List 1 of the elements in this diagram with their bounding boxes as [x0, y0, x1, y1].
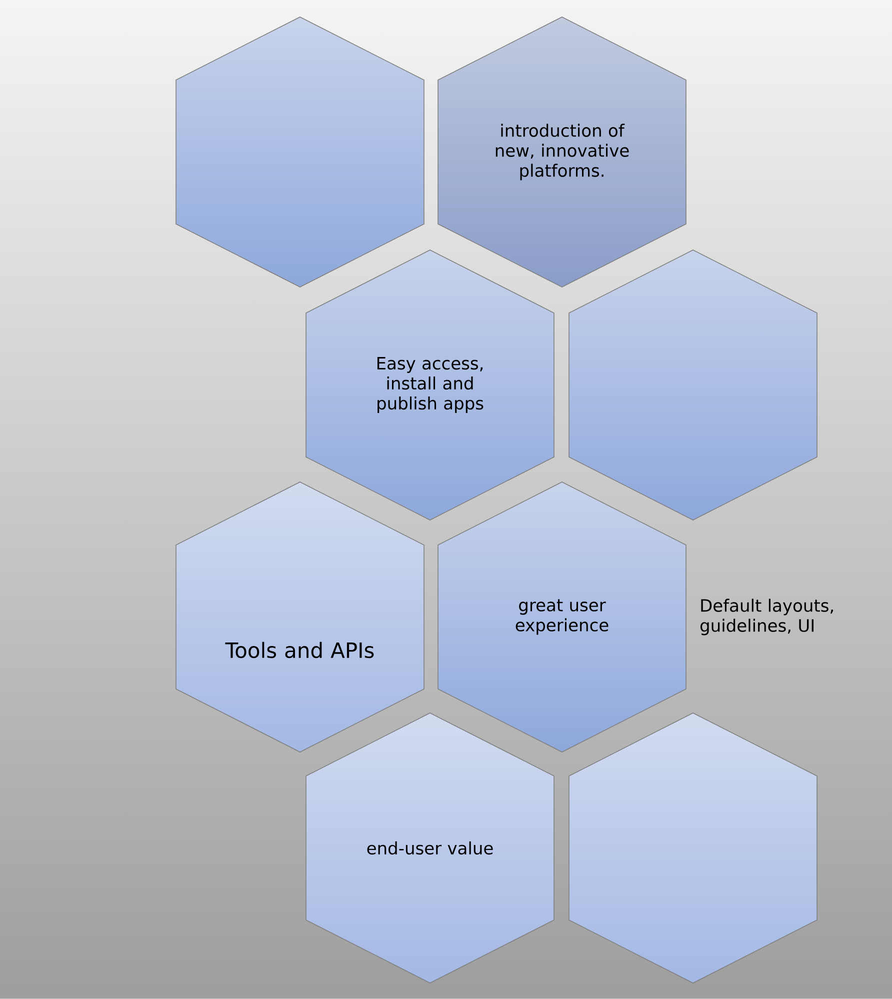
side-note: Default layouts, guidelines, UI: [700, 598, 833, 636]
